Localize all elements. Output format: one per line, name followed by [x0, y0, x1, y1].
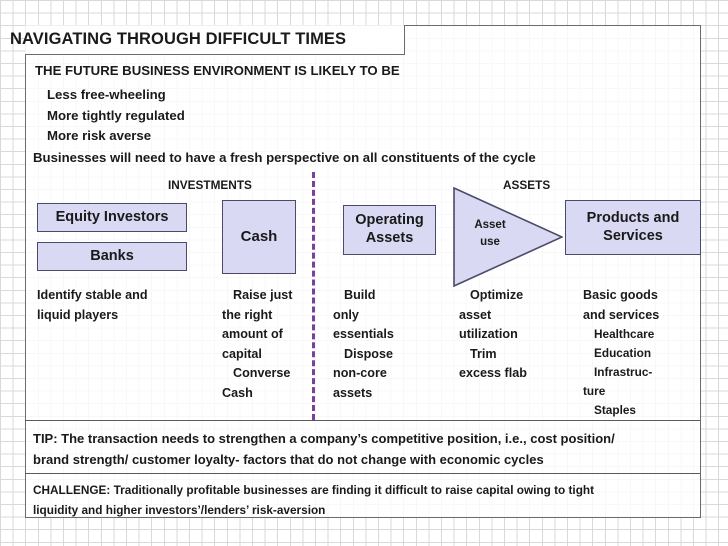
- intro-bullet-2: More tightly regulated: [47, 107, 185, 123]
- identify-line-1: Identify stable and: [37, 288, 148, 302]
- box-banks: Banks: [37, 242, 187, 271]
- intro-bullet-list: Less free-wheeling More tightly regulate…: [47, 85, 185, 147]
- investments-assets-divider: [312, 172, 315, 420]
- caption-assets: ASSETS: [503, 178, 551, 192]
- optimize-line-3: utilization: [459, 327, 518, 341]
- build-line-3: essentials: [333, 327, 394, 341]
- asset-use-label: Asset use: [462, 217, 518, 251]
- asset-use-line2: use: [480, 236, 500, 248]
- intro-bullet-3: More risk averse: [47, 128, 152, 143]
- tip-line-2: brand strength/ customer loyalty- factor…: [33, 452, 544, 467]
- identify-line-2: liquid players: [37, 307, 119, 322]
- optimize-line-5: excess flab: [459, 366, 527, 380]
- asset-use-triangle: [453, 187, 563, 287]
- optimize-line-4: Trim: [470, 346, 497, 361]
- challenge-text: CHALLENGE: Traditionally profitable busi…: [33, 480, 693, 520]
- cash-line-2: the right: [222, 307, 273, 322]
- box-operating-assets-line2: Assets: [365, 230, 414, 246]
- basic-goods-item-1: Healthcare: [594, 327, 655, 341]
- basic-goods-item-2: Education: [594, 346, 652, 360]
- page-title: NAVIGATING THROUGH DIFFICULT TIMES: [10, 30, 347, 48]
- optimize-line-2: asset: [459, 307, 492, 322]
- build-line-6: assets: [333, 385, 373, 400]
- build-line-1: Build: [344, 288, 376, 302]
- box-equity-investors: Equity Investors: [37, 203, 187, 232]
- basic-goods-line-2: and services: [583, 307, 660, 322]
- column-basic-goods: Basic goods and services Healthcare Educ…: [583, 286, 701, 420]
- challenge-divider-rule: [26, 473, 700, 474]
- basic-goods-line-1: Basic goods: [583, 288, 658, 302]
- box-products-and-services: Products and Services: [565, 200, 701, 255]
- sub-heading: Businesses will need to have a fresh per…: [33, 150, 536, 165]
- basic-goods-item-3b: ture: [583, 384, 606, 398]
- build-line-4: Dispose: [344, 346, 393, 361]
- content-frame: [25, 25, 701, 518]
- optimize-line-1: Optimize: [470, 288, 524, 302]
- tip-divider-rule: [26, 420, 700, 421]
- box-operating-assets: Operating Assets: [343, 205, 436, 255]
- box-cash: Cash: [222, 200, 296, 274]
- caption-investments: INVESTMENTS: [168, 178, 252, 192]
- column-optimize: Optimize asset utilization Trim excess f…: [459, 286, 559, 384]
- build-line-2: only: [333, 307, 359, 322]
- cash-line-1: Raise just: [233, 288, 293, 302]
- box-products-line1: Products and: [586, 209, 680, 226]
- box-operating-assets-line1: Operating: [355, 212, 424, 229]
- tip-text: TIP: The transaction needs to strengthen…: [33, 428, 693, 470]
- cash-line-5: Converse: [233, 366, 291, 380]
- cash-line-6: Cash: [222, 385, 253, 400]
- triangle-icon: [453, 187, 563, 287]
- basic-goods-item-3: Infrastruc-: [594, 365, 653, 379]
- column-build: Build only essentials Dispose non-core a…: [333, 286, 428, 403]
- column-cash: Raise just the right amount of capital C…: [222, 286, 312, 403]
- intro-bullet-1: Less free-wheeling: [47, 87, 166, 102]
- cash-line-3: amount of: [222, 327, 283, 341]
- column-identify: Identify stable and liquid players: [37, 286, 187, 325]
- asset-use-line1: Asset: [474, 219, 506, 231]
- tip-line-1: TIP: The transaction needs to strengthen…: [33, 431, 615, 446]
- challenge-line-1: CHALLENGE: Traditionally profitable busi…: [33, 483, 595, 497]
- build-line-5: non-core: [333, 366, 387, 380]
- title-box: [25, 25, 405, 55]
- challenge-line-2: liquidity and higher investors’/lenders’…: [33, 503, 326, 517]
- cash-line-4: capital: [222, 346, 262, 361]
- box-products-line2: Services: [603, 227, 663, 244]
- intro-heading: THE FUTURE BUSINESS ENVIRONMENT IS LIKEL…: [35, 63, 400, 78]
- basic-goods-item-4: Staples: [594, 403, 636, 417]
